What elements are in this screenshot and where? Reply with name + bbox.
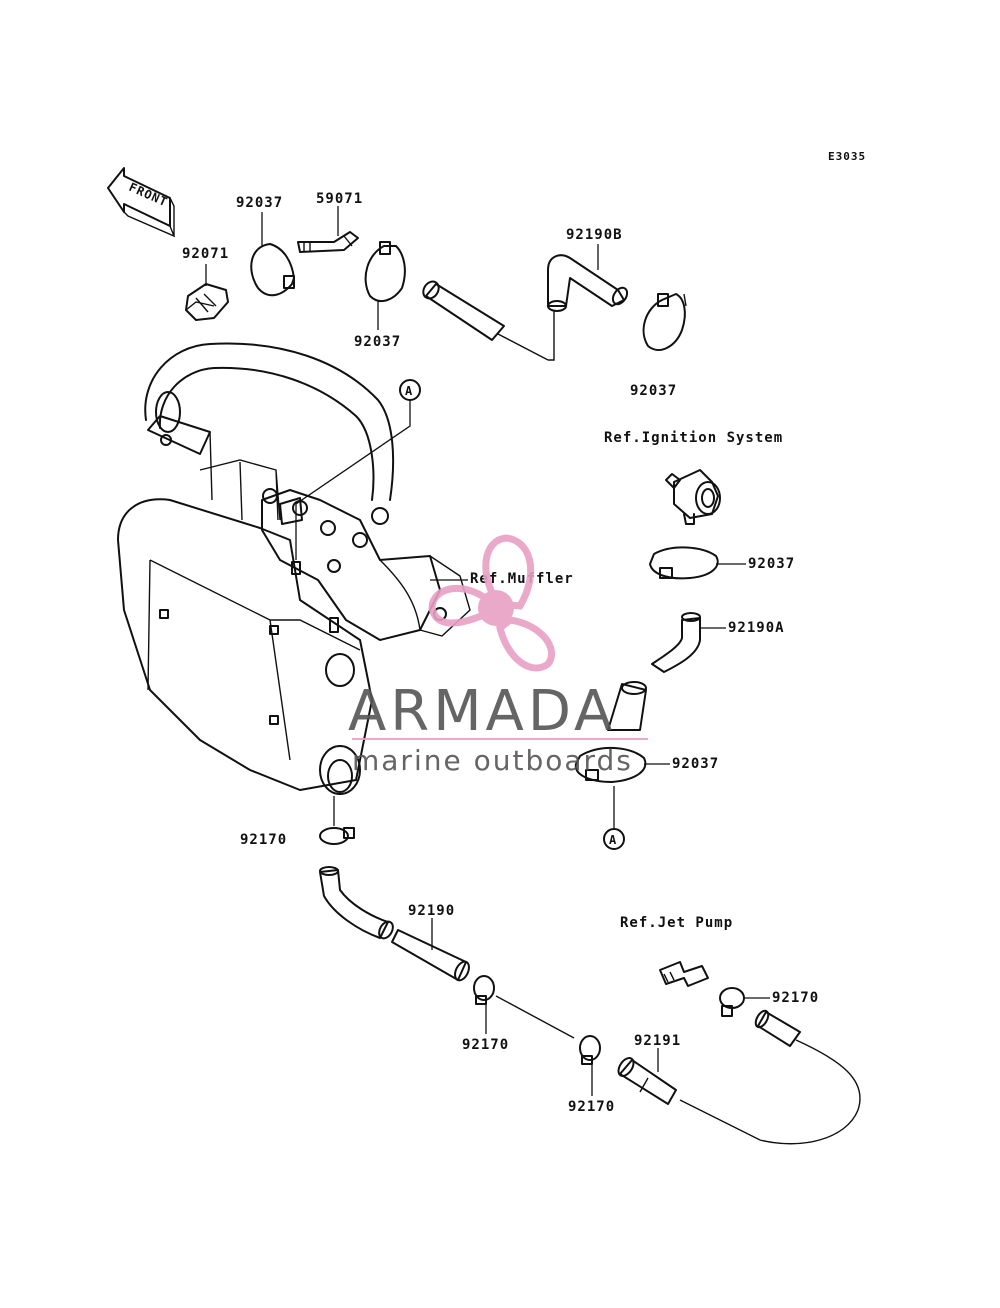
- hose-segment-middle: [607, 681, 647, 731]
- part-92037-clamp-d: [649, 546, 719, 580]
- label-92170-d: 92170: [568, 1099, 615, 1115]
- label-92170-a: 92170: [240, 832, 287, 848]
- hose-bent-lower: [319, 866, 394, 940]
- jet-pump-fitting: [659, 961, 709, 987]
- part-92170-clamp-b: [473, 975, 495, 1005]
- armada-watermark: ARMADA marine outboards: [348, 534, 648, 777]
- part-92037-clamp-c: [642, 293, 687, 351]
- part-92170-clamp-a: [319, 827, 355, 845]
- part-92037-clamp-b: [364, 241, 406, 303]
- label-ref-muffler: Ref.Muffler: [470, 571, 574, 587]
- front-arrow-icon: FRONT: [107, 167, 176, 238]
- svg-text:A: A: [609, 833, 617, 847]
- part-92190B-elbow: [547, 254, 629, 312]
- part-92190-hose: [391, 929, 470, 982]
- muffler-body: [117, 342, 471, 795]
- label-92190B: 92190B: [566, 227, 623, 243]
- svg-text:A: A: [405, 384, 413, 398]
- label-92170-b: 92170: [772, 990, 819, 1006]
- watermark-brand: ARMADA: [348, 679, 616, 744]
- part-92071-cap: [185, 283, 229, 321]
- part-92190A-hose: [651, 612, 701, 673]
- part-92170-clamp-d: [719, 987, 745, 1017]
- label-92037-d: 92037: [748, 556, 795, 572]
- label-92037-b: 92037: [354, 334, 401, 350]
- connector-a-top: A: [295, 379, 421, 560]
- label-59071: 59071: [316, 191, 363, 207]
- part-92191-hose: [617, 1057, 677, 1105]
- label-92191: 92191: [634, 1033, 681, 1049]
- label-92190A: 92190A: [728, 620, 785, 636]
- diagram-code: E3035: [828, 150, 866, 163]
- hose-straight-top: [422, 280, 505, 341]
- front-label: FRONT: [127, 180, 170, 210]
- propeller-logo-icon: [428, 534, 556, 672]
- watermark-tagline: marine outboards: [352, 744, 633, 777]
- label-92037-a: 92037: [236, 195, 283, 211]
- label-92071: 92071: [182, 246, 229, 262]
- label-ref-jet-pump: Ref.Jet Pump: [620, 915, 733, 931]
- part-92037-clamp-a: [250, 243, 295, 297]
- part-92170-clamp-c: [579, 1035, 601, 1065]
- ignition-sensor: [665, 469, 721, 525]
- label-92037-c: 92037: [630, 383, 677, 399]
- label-ref-ignition: Ref.Ignition System: [604, 430, 783, 446]
- part-92037-clamp-e: [574, 746, 647, 783]
- label-92037-e: 92037: [672, 756, 719, 772]
- label-92170-c: 92170: [462, 1037, 509, 1053]
- hose-short-right: [754, 1009, 801, 1047]
- part-59071-fitting: [297, 231, 359, 253]
- connector-a-bottom: A: [603, 828, 625, 850]
- label-92190: 92190: [408, 903, 455, 919]
